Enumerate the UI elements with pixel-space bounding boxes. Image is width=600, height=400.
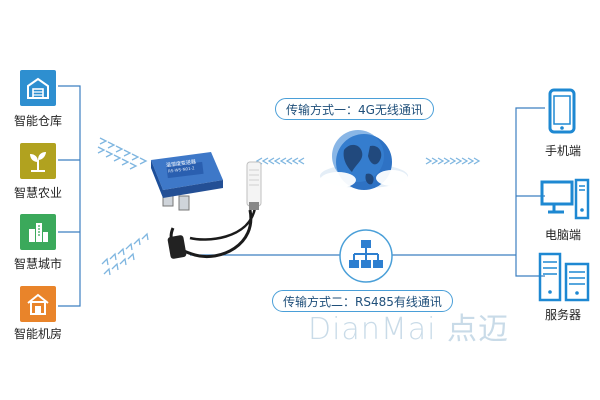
server-icon xyxy=(538,252,590,302)
app-label-agriculture: 智慧农业 xyxy=(13,186,62,200)
left-bracket-line xyxy=(58,85,81,307)
app-label-city: 智慧城市 xyxy=(13,257,62,271)
phone-icon xyxy=(548,88,576,134)
app-tile-city xyxy=(20,214,56,250)
endpoint-label-phone: 手机端 xyxy=(544,144,581,158)
arrows-device-to-cloud xyxy=(255,157,305,165)
house-icon xyxy=(27,293,49,315)
computer-icon xyxy=(540,178,590,220)
transmitter-device xyxy=(151,152,262,259)
plant-icon xyxy=(30,152,46,172)
globe-icon xyxy=(320,130,408,190)
arrows-cloud-to-endpoints xyxy=(425,157,481,165)
app-tile-agriculture xyxy=(20,143,56,179)
wired-mode-label: 传输方式二：RS485有线通讯 xyxy=(272,290,453,312)
watermark-text: DianMai 点迈 xyxy=(308,312,509,347)
arrows-bottom-left xyxy=(101,232,149,276)
app-label-warehouse: 智能仓库 xyxy=(13,114,62,128)
right-bracket-line xyxy=(515,107,545,277)
app-label-server-room: 智能机房 xyxy=(13,327,62,341)
warehouse-icon xyxy=(27,77,49,99)
app-tile-warehouse xyxy=(20,70,56,106)
app-tile-server-room xyxy=(20,286,56,322)
arrows-top-left xyxy=(97,137,148,170)
endpoint-label-server: 服务器 xyxy=(544,308,581,322)
endpoint-label-computer: 电脑端 xyxy=(544,228,581,242)
network-hub-icon xyxy=(339,229,393,283)
city-icon xyxy=(29,223,48,242)
wireless-mode-label: 传输方式一：4G无线通讯 xyxy=(275,98,434,120)
